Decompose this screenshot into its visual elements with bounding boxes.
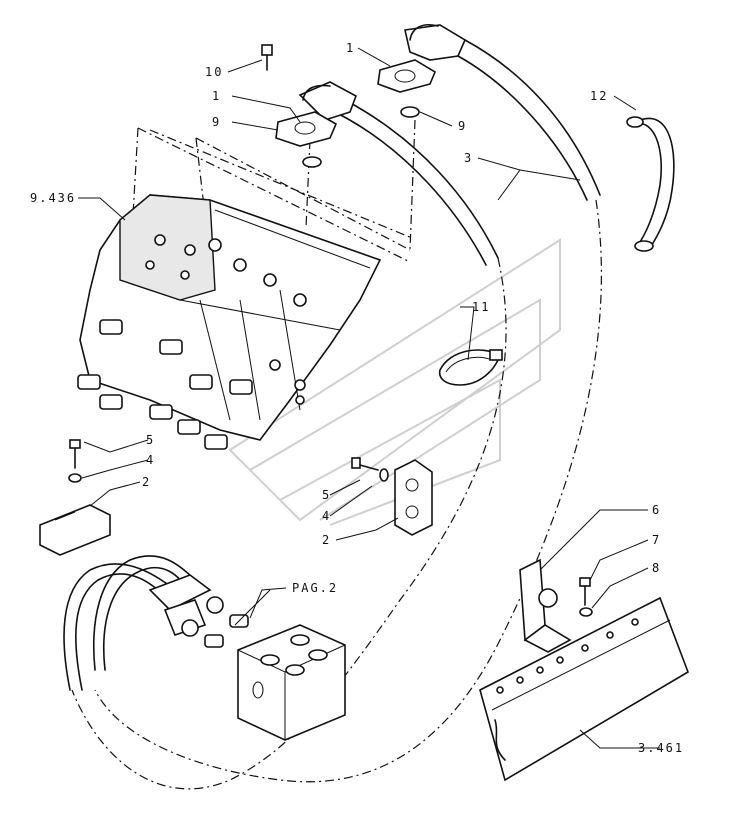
- washer-4-left: [68, 473, 82, 483]
- callout-1-upper: 1: [346, 41, 355, 55]
- bolt-7: [579, 577, 591, 606]
- callout-4-left: 4: [146, 453, 155, 467]
- clamp-1-lower: [275, 111, 338, 147]
- lower-hoses: [63, 555, 249, 691]
- callout-1-lower: 1: [212, 89, 221, 103]
- bolt-10: [261, 44, 273, 71]
- callout-4-right: 4: [322, 509, 331, 523]
- callout-11: 11: [472, 300, 490, 314]
- control-valve-block: [77, 194, 382, 450]
- bracket-2-right: [394, 459, 433, 536]
- callout-9-436: 9.436: [30, 191, 76, 205]
- clamp-1-upper: [377, 59, 437, 93]
- callout-5-left: 5: [146, 433, 155, 447]
- frame-member: [479, 596, 689, 782]
- hose-clamp-band-11: [438, 349, 503, 386]
- washer-9-upper: [400, 106, 420, 118]
- distribution-block: [237, 624, 346, 741]
- short-hose-12: [626, 116, 675, 252]
- callout-6: 6: [652, 503, 661, 517]
- washer-8: [579, 607, 593, 617]
- hydraulic-hoses: [298, 24, 601, 266]
- support-bracket-6: [519, 558, 572, 653]
- callout-2-left: 2: [142, 475, 151, 489]
- callout-3-461: 3.461: [638, 741, 684, 755]
- bracket-2-left: [39, 504, 111, 556]
- callout-8: 8: [652, 561, 661, 575]
- callout-2-right: 2: [322, 533, 331, 547]
- washer-4-right: [379, 468, 389, 482]
- callout-5-right: 5: [322, 488, 331, 502]
- callout-9-upper: 9: [458, 119, 467, 133]
- callout-leaders: [78, 47, 660, 749]
- bolt-5-right: [351, 457, 379, 471]
- callout-3: 3: [464, 151, 473, 165]
- callout-10: 10: [205, 65, 223, 79]
- washer-9-lower: [302, 156, 322, 168]
- callout-pag-2: PAG.2: [292, 581, 338, 595]
- bolt-5-left: [69, 439, 81, 469]
- callout-7: 7: [652, 533, 661, 547]
- callout-12: 12: [590, 89, 608, 103]
- callout-9-lower: 9: [212, 115, 221, 129]
